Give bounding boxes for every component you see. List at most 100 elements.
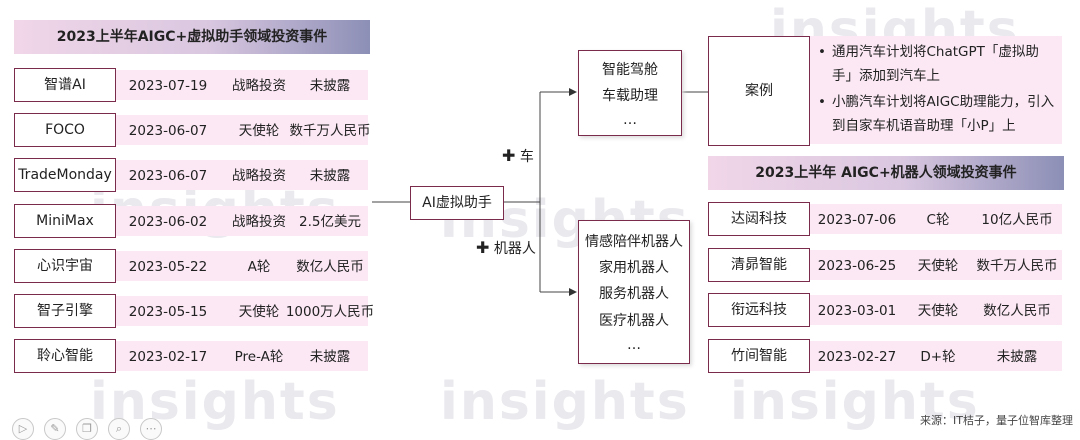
round-cell: 战略投资 [232, 168, 286, 185]
more-icon[interactable]: ⋯ [140, 418, 162, 440]
case-bullet: 小鹏汽车计划将AIGC助理能力，引入到自家车机语音助理「小P」上 [816, 90, 1056, 138]
amount-cell: 数亿人民币 [983, 303, 1051, 320]
case-label: 案例 [745, 83, 773, 99]
company-name: 衔远科技 [708, 293, 810, 328]
round-cell: 天使轮 [238, 304, 280, 320]
case-description: 通用汽车计划将ChatGPT「虚拟助手」添加到汽车上 小鹏汽车计划将AIGC助理… [810, 36, 1062, 144]
company-name: FOCO [14, 113, 116, 148]
company-name: 心识宇宙 [14, 248, 116, 283]
case-bullet: 通用汽车计划将ChatGPT「虚拟助手」添加到汽车上 [816, 40, 1056, 88]
plus-icon: ✚ [502, 146, 516, 165]
amount-cell: 数千万人民币 [289, 123, 371, 140]
round-cell: A轮 [247, 258, 271, 275]
table-row: 达闼科技 2023-07-06 C轮 10亿人民币 [708, 202, 1062, 238]
robot-items-box: 情感陪伴机器人 家用机器人 服务机器人 医疗机器人 … [578, 220, 690, 364]
watermark: insights [730, 372, 980, 432]
amount-cell: 未披露 [309, 349, 351, 366]
robot-item: 医疗机器人 [599, 313, 669, 329]
branch-car: ✚ 车 [502, 146, 534, 166]
amount-cell: 数亿人民币 [296, 258, 364, 275]
row-band [116, 160, 368, 191]
amount-cell: 数千万人民币 [976, 257, 1058, 274]
zoom-icon[interactable]: ⌕ [108, 418, 130, 440]
right-table-title: 2023上半年 AIGC+机器人领域投资事件 [708, 156, 1064, 190]
row-band [116, 115, 368, 146]
car-item: 车载助理 [602, 88, 658, 104]
round-cell: 天使轮 [238, 123, 280, 140]
case-label-box: 案例 [708, 36, 810, 146]
row-band [810, 341, 1062, 372]
table-row: 清昴智能 2023-06-25 天使轮数千万人民币 [708, 247, 1062, 284]
branch-robot: ✚ 机器人 [476, 238, 536, 258]
date-cell: 2023-07-06 [817, 212, 897, 228]
date-cell: 2023-07-19 [128, 78, 208, 94]
amount-cell: 1000万人民币 [285, 304, 375, 320]
branch-robot-label: 机器人 [493, 241, 536, 257]
robot-item: 服务机器人 [599, 286, 669, 302]
car-items-box: 智能驾舱 车载助理 … [578, 50, 682, 136]
round-cell: Pre-A轮 [234, 349, 284, 366]
round-cell: 战略投资 [232, 213, 286, 230]
date-cell: 2023-06-07 [128, 168, 208, 185]
row-band [810, 295, 1062, 326]
table-row: 衔远科技 2023-03-01 天使轮 数亿人民币 [708, 293, 1062, 329]
round-cell: 天使轮 [917, 257, 959, 274]
round-cell: 天使轮 [917, 303, 959, 320]
row-band [116, 341, 368, 372]
date-cell: 2023-06-07 [128, 123, 208, 140]
amount-cell: 未披露 [309, 78, 351, 94]
source-note: 来源：IT桔子，量子位智库整理 [920, 414, 1073, 427]
row-band [116, 205, 368, 236]
company-name: 智子引擎 [14, 294, 116, 328]
round-cell: C轮 [926, 212, 950, 228]
row-band [116, 296, 368, 326]
robot-item: 家用机器人 [599, 260, 669, 276]
player-controls: ▷ ✎ ❐ ⌕ ⋯ [12, 418, 162, 440]
car-item: … [623, 112, 637, 128]
row-band [116, 250, 368, 281]
robot-item: 情感陪伴机器人 [585, 234, 683, 250]
hub-label: AI虚拟助手 [422, 195, 492, 211]
amount-cell: 2.5亿美元 [299, 213, 361, 230]
table-row: TradeMonday 2023-06-07 战略投资 未披露 [14, 158, 368, 194]
date-cell: 2023-03-01 [817, 303, 897, 320]
watermark: insights [90, 372, 340, 432]
play-icon[interactable]: ▷ [12, 418, 34, 440]
table-row: 心识宇宙 2023-05-22 A轮 数亿人民币 [14, 248, 368, 285]
car-item: 智能驾舱 [602, 62, 658, 78]
date-cell: 2023-05-22 [128, 258, 208, 275]
robot-item: … [627, 337, 641, 353]
table-row: 竹间智能 2023-02-27 D+轮 未披露 [708, 339, 1062, 375]
round-cell: D+轮 [920, 349, 956, 366]
date-cell: 2023-05-15 [128, 304, 208, 320]
row-band [810, 204, 1062, 234]
round-cell: 战略投资 [232, 78, 286, 94]
plus-icon: ✚ [476, 238, 490, 257]
amount-cell: 10亿人民币 [981, 212, 1053, 228]
date-cell: 2023-06-02 [128, 213, 208, 230]
company-name: MiniMax [14, 203, 116, 238]
copy-icon[interactable]: ❐ [76, 418, 98, 440]
branch-car-label: 车 [519, 149, 534, 165]
watermark: insights [440, 372, 690, 432]
date-cell: 2023-02-27 [817, 349, 897, 366]
table-row: FOCO 2023-06-07 天使轮数千万人民币 [14, 113, 371, 149]
date-cell: 2023-02-17 [128, 349, 208, 366]
row-band [810, 249, 1062, 280]
amount-cell: 未披露 [996, 349, 1038, 366]
company-name: 聆心智能 [14, 339, 116, 374]
amount-cell: 未披露 [309, 168, 351, 185]
company-name: 达闼科技 [708, 202, 810, 236]
table-row: 智子引擎 2023-05-15 天使轮 1000万人民币 [14, 294, 374, 330]
pen-icon[interactable]: ✎ [44, 418, 66, 440]
hub-node: AI虚拟助手 [410, 186, 504, 220]
date-cell: 2023-06-25 [817, 257, 897, 274]
table-row: MiniMax 2023-06-02 战略投资 2.5亿美元 [14, 203, 368, 240]
company-name: 竹间智能 [708, 339, 810, 374]
company-name: 清昴智能 [708, 247, 810, 282]
row-band [116, 70, 368, 100]
company-name: TradeMonday [14, 158, 116, 193]
table-row: 聆心智能 2023-02-17 Pre-A轮 未披露 [14, 339, 368, 375]
